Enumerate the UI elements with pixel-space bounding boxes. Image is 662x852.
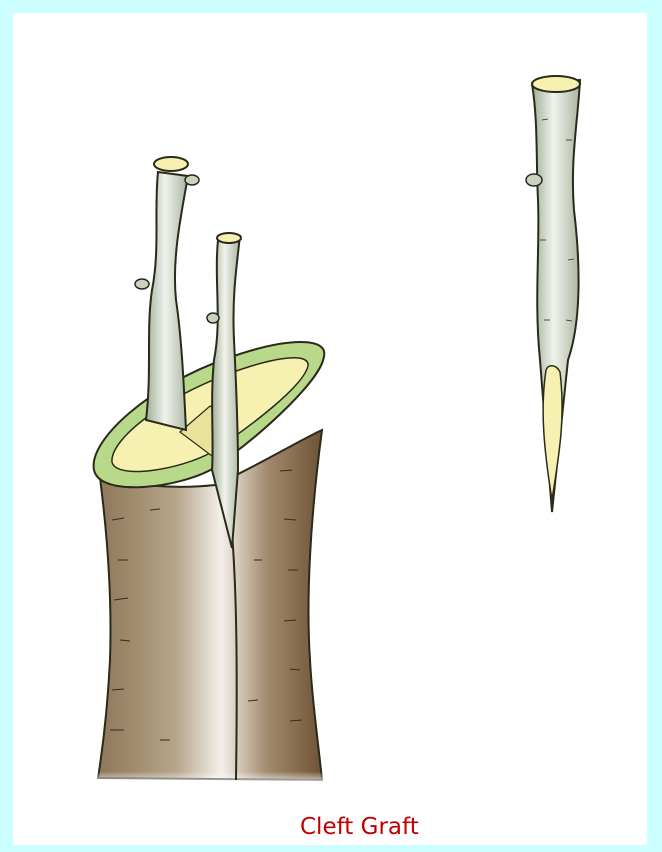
scion-right-tip (217, 233, 241, 243)
scion-left-tip (154, 157, 188, 171)
scion-left-bud-1 (185, 175, 199, 185)
prepared-scion (526, 76, 580, 512)
prepared-scion-bud (526, 174, 542, 186)
scion-left-bud-2 (135, 279, 149, 289)
prepared-scion-tip (532, 76, 580, 92)
scion-right-bud (207, 313, 219, 323)
scion-left-stem (146, 172, 188, 430)
figure-caption: Cleft Graft (300, 814, 419, 840)
prepared-scion-wedge-cut (543, 366, 562, 500)
rootstock (94, 342, 326, 784)
